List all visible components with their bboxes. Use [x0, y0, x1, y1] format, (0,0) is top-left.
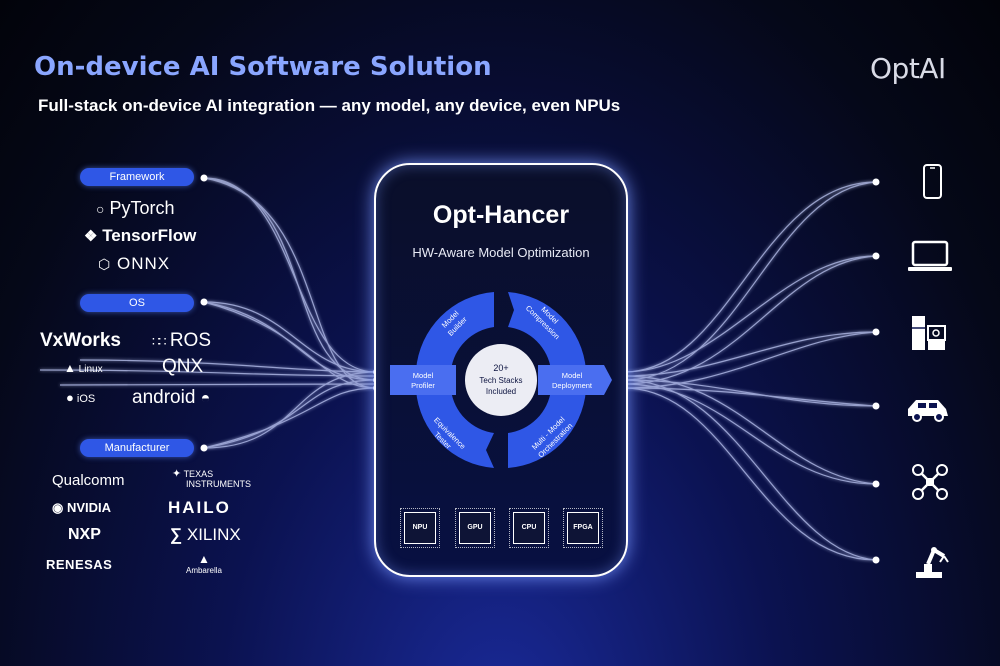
renesas-logo: RENESAS: [46, 557, 113, 572]
profiler-label-2: Profiler: [411, 381, 435, 390]
line-os-3: [203, 301, 377, 389]
onnx-logo: ⬡ ONNX: [98, 254, 171, 273]
linux-penguin-icon: ▲: [64, 361, 76, 375]
ros-logo: ∷∷ ROS: [152, 330, 212, 351]
stage-builder-arc: [416, 292, 494, 370]
ambarella-icon: ▲: [198, 552, 210, 566]
opt-hancer-card: Opt-Hancer HW-Aware Model Optimization 2…: [374, 163, 628, 577]
stage-orchestration-arc: [508, 390, 586, 468]
center-line-1: 20+: [493, 363, 508, 373]
linux-logo: ▲ Linux: [64, 361, 103, 375]
pytorch-icon: ○: [96, 201, 105, 217]
android-robot-icon: ◓: [200, 390, 211, 407]
xilinx-logo: ∑ XILINX: [170, 525, 241, 544]
car-icon: [908, 400, 948, 422]
os-pill: OS: [80, 294, 194, 312]
node-device-6: [872, 556, 880, 564]
card-title: Opt-Hancer: [432, 201, 570, 229]
ros-icon: ∷∷: [152, 334, 166, 349]
xilinx-icon: ∑: [170, 525, 183, 544]
line-mfr-2: [203, 379, 377, 449]
smartphone-icon: [923, 164, 942, 199]
qnx-logo: QNX: [162, 356, 204, 377]
line-device-4: [623, 379, 877, 407]
line-left-c: [79, 359, 377, 373]
chip-gpu: GPU: [455, 508, 495, 548]
node-device-1: [872, 178, 880, 186]
node-framework: [200, 174, 208, 182]
nxp-logo: NXP: [68, 526, 101, 543]
chip-fpga: FPGA: [563, 508, 603, 548]
apple-icon: ●: [66, 390, 74, 405]
node-manufacturer: [200, 444, 208, 452]
stage-deployment-bar: [538, 365, 612, 395]
qualcomm-logo: Qualcomm: [52, 472, 125, 489]
node-os: [200, 298, 208, 306]
profiler-label-1: Model: [413, 371, 434, 380]
ti-icon: ✦: [172, 468, 182, 480]
line-device-2: [623, 255, 877, 373]
line-framework-2: [203, 177, 377, 381]
node-device-4: [872, 402, 880, 410]
card-subtitle: HW-Aware Model Optimization: [412, 245, 590, 260]
center-hub: [465, 344, 537, 416]
nvidia-eye-icon: ◉: [52, 500, 64, 515]
line-device-1b: [623, 181, 877, 381]
deployment-label-1: Model: [562, 371, 583, 380]
appliance-icon: [912, 316, 946, 350]
line-os-1: [203, 301, 377, 373]
chip-cpu: CPU: [509, 508, 549, 548]
pytorch-logo: ○ PyTorch: [96, 198, 175, 218]
line-device-6: [623, 387, 877, 561]
line-left-a: [39, 369, 377, 377]
stage-tester-arc: [416, 390, 494, 468]
line-device-3b: [623, 331, 877, 389]
ios-logo: ● iOS: [66, 390, 96, 405]
laptop-icon: [908, 240, 952, 271]
line-os-2: [203, 301, 377, 381]
node-device-2: [872, 252, 880, 260]
robot-arm-icon: [916, 547, 949, 578]
hailo-logo: HAILO: [168, 498, 231, 517]
chip-npu: NPU: [400, 508, 440, 548]
android-logo: android ◓: [132, 387, 211, 408]
ambarella-logo: ▲ Ambarella: [182, 552, 226, 575]
optimization-cycle: 20+ Tech Stacks Included Model Profiler …: [390, 292, 612, 468]
nvidia-logo: ◉ NVIDIA: [52, 500, 112, 515]
line-device-4b: [623, 387, 877, 407]
vxworks-logo: VxWorks: [40, 330, 121, 351]
deployment-label-2: Deployment: [552, 381, 593, 390]
stage-compression-arc: [508, 292, 586, 370]
stage-profiler-bar: [390, 365, 456, 395]
drone-icon: [912, 464, 948, 500]
page-subtitle: Full-stack on-device AI integration — an…: [38, 96, 621, 115]
manufacturer-pill: Manufacturer: [80, 439, 194, 457]
line-device-5b: [623, 375, 877, 485]
line-device-3: [623, 331, 877, 377]
node-device-5: [872, 480, 880, 488]
line-left-b: [59, 383, 377, 386]
page-title: On-device AI Software Solution: [34, 52, 492, 82]
tensorflow-icon: ❖: [84, 228, 98, 245]
line-device-1: [623, 181, 877, 373]
line-device-5: [623, 383, 877, 485]
brand-logo: OptAI: [870, 52, 946, 85]
center-line-2: Tech Stacks: [479, 376, 522, 385]
tensorflow-logo: ❖ TensorFlow: [84, 226, 197, 245]
onnx-icon: ⬡: [98, 256, 112, 272]
line-mfr-3: [203, 387, 377, 449]
line-device-6b: [623, 379, 877, 561]
line-device-2b: [623, 255, 877, 385]
texas-instruments-logo: ✦ TEXAS INSTRUMENTS: [172, 468, 251, 490]
line-framework-1: [203, 177, 377, 373]
center-line-3: Included: [486, 387, 516, 396]
node-device-3: [872, 328, 880, 336]
framework-pill: Framework: [80, 168, 194, 186]
line-framework-3: [203, 177, 377, 389]
